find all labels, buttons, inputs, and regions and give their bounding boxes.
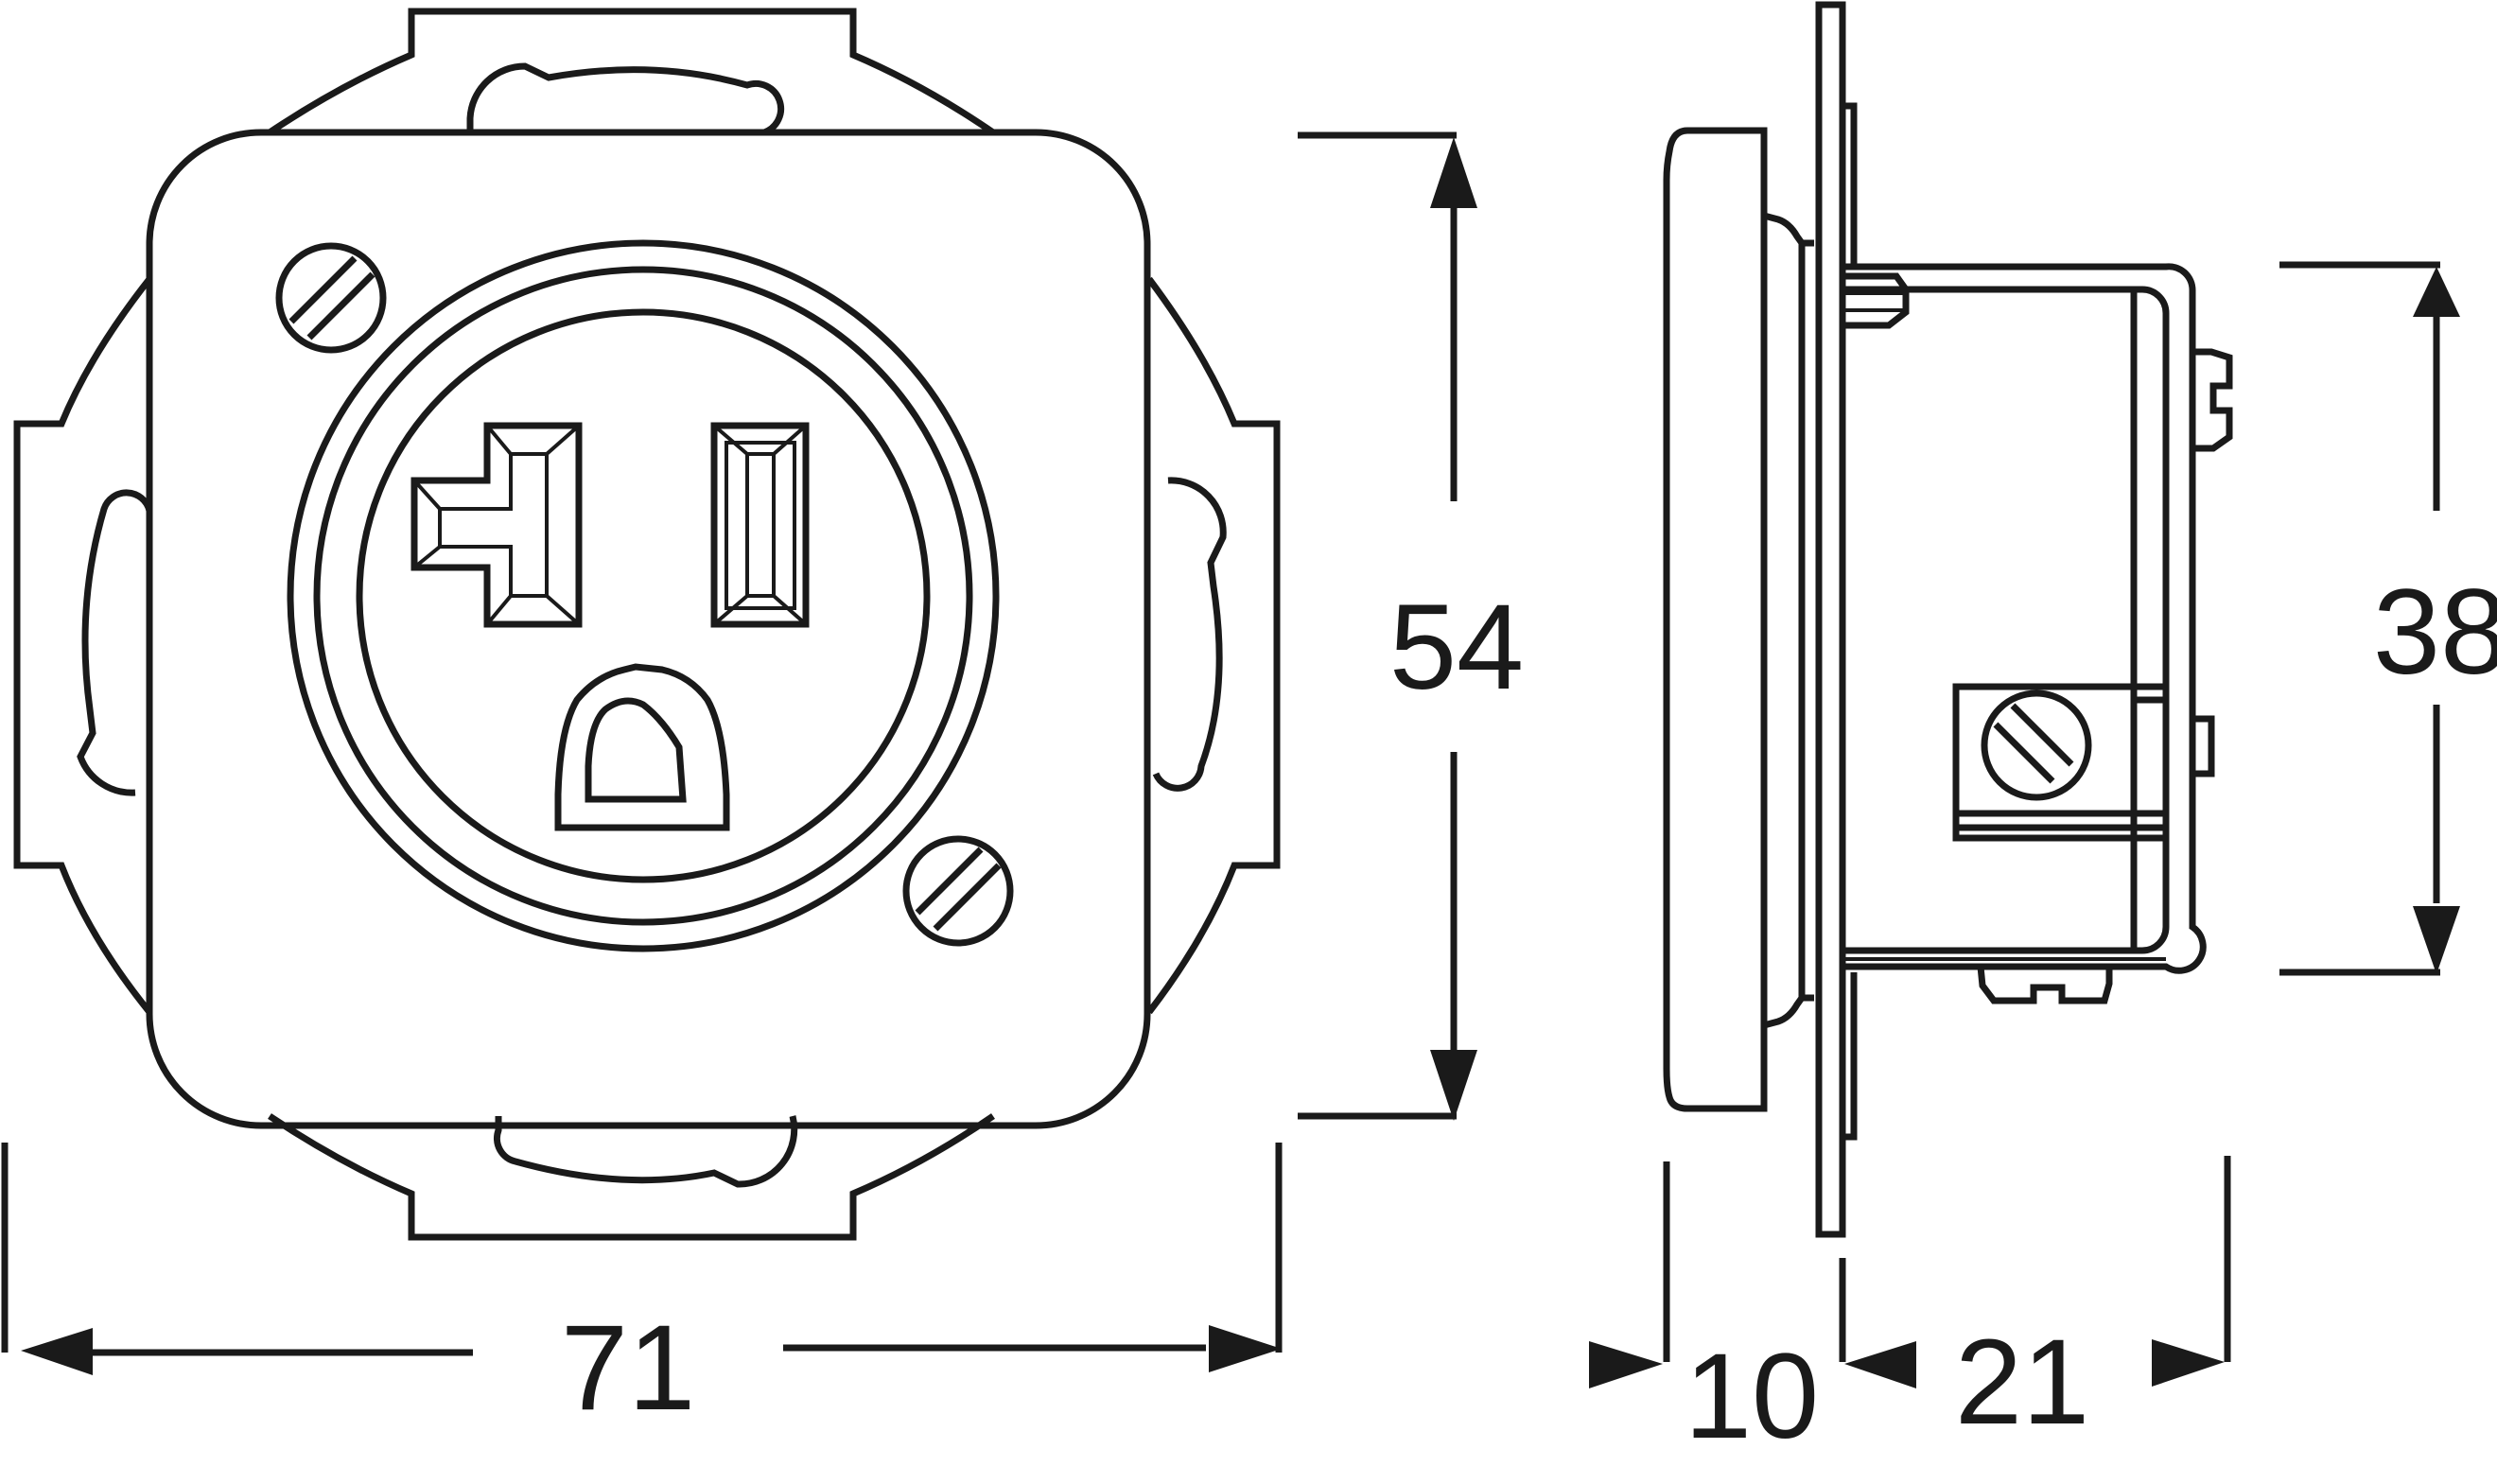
socket-body [1842, 263, 2207, 974]
outlet-rings [287, 239, 1000, 952]
dimension-depth-cover-label: 10 [1685, 1329, 1819, 1464]
arrowhead-up-icon [1430, 137, 1477, 208]
dimension-depth: 10 21 [1589, 1156, 2231, 1464]
dimension-body-height: 38 [2279, 261, 2497, 976]
dimension-height: 54 [1298, 131, 1524, 1121]
arrowhead-left-icon [21, 1328, 93, 1375]
frame-profile [1815, 1, 1846, 1238]
terminal-screw-icon [1981, 690, 2092, 801]
arrowhead-left-icon [1844, 1341, 1916, 1388]
neutral-slot-t-shaped [410, 422, 583, 628]
ground-slot [554, 663, 730, 831]
arrowhead-right-icon [2152, 1339, 2225, 1387]
dimension-width-label: 71 [561, 1301, 695, 1436]
dimension-body-height-label: 38 [2373, 565, 2497, 700]
fixing-screw-icon [902, 835, 1014, 947]
dimension-width: 71 [1, 1143, 1283, 1436]
cover-plate [146, 129, 1151, 1129]
fixing-screw-icon [275, 242, 387, 354]
front-view [13, 8, 1281, 1241]
side-view [1663, 1, 2233, 1238]
arrowhead-down-icon [1430, 1050, 1477, 1121]
terminal-block [1952, 683, 2170, 842]
arrowhead-right-icon [1589, 1341, 1663, 1388]
cover-profile [1663, 127, 1768, 1112]
dimension-depth-body-label: 21 [1955, 1315, 2089, 1450]
dimension-height-label: 54 [1389, 580, 1524, 715]
arrowhead-right-icon [1209, 1325, 1282, 1372]
arrowhead-up-icon [2413, 267, 2460, 317]
hot-slot [710, 422, 810, 628]
arrowhead-down-icon [2413, 906, 2460, 974]
mounting-frame [13, 8, 1281, 1241]
